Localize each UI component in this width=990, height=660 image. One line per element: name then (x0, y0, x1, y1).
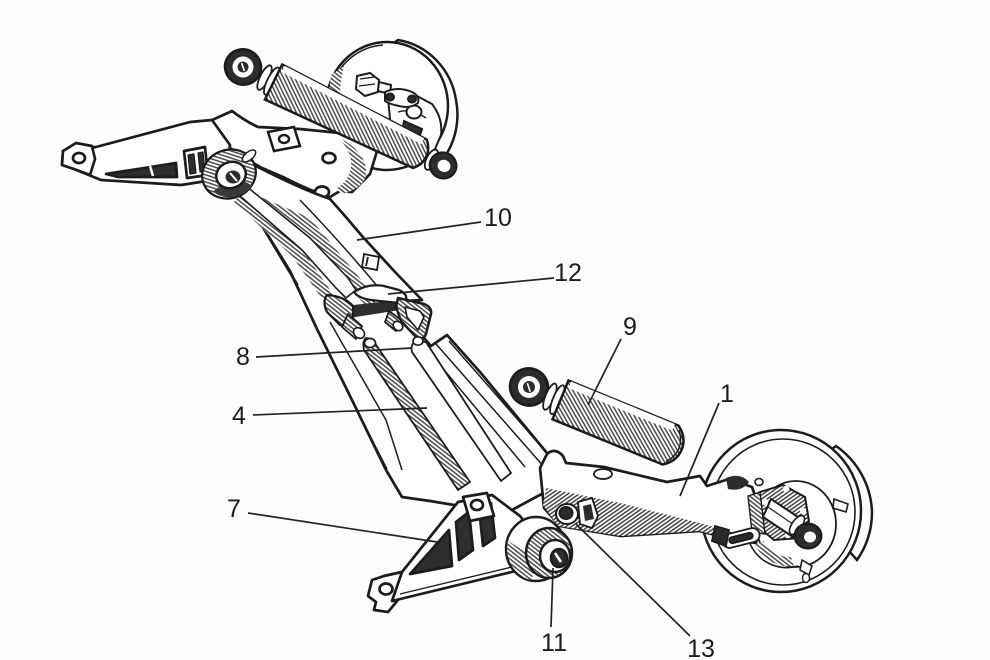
svg-text:12: 12 (554, 259, 582, 287)
svg-text:9: 9 (623, 313, 637, 341)
svg-text:10: 10 (484, 204, 512, 232)
svg-text:4: 4 (232, 402, 246, 430)
svg-text:7: 7 (227, 495, 241, 523)
svg-text:11: 11 (541, 629, 567, 657)
svg-text:1: 1 (720, 380, 734, 408)
svg-text:8: 8 (236, 343, 250, 371)
svg-text:13: 13 (687, 635, 715, 660)
